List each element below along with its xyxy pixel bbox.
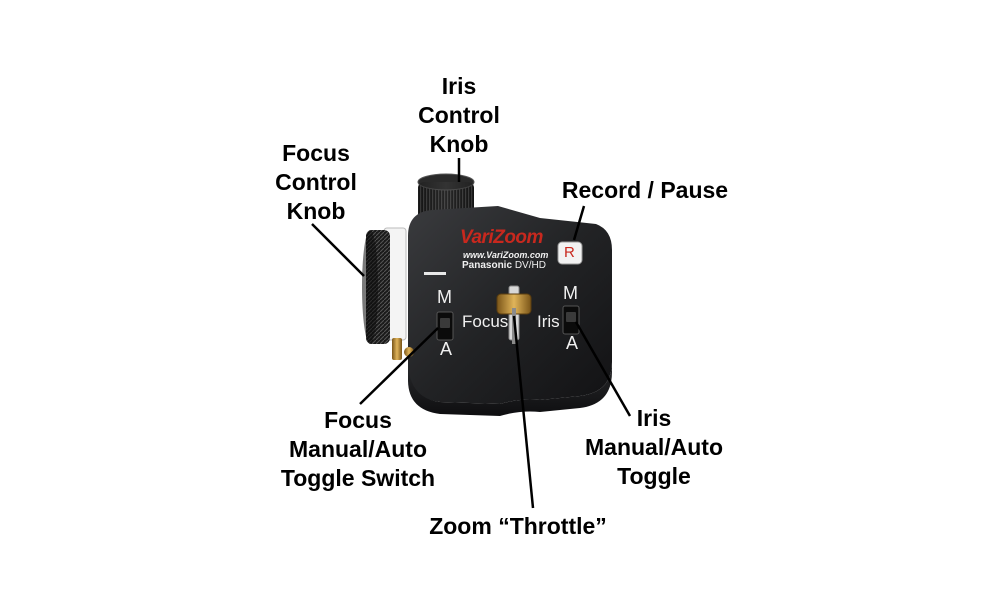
- focus-toggle-leader: [359, 327, 439, 405]
- iris-switch-top-label: M: [563, 283, 578, 303]
- model-line-2: DV/HD: [514, 260, 546, 271]
- callout-line: Focus: [282, 140, 350, 166]
- model-text: Panasonic DV/HD: [462, 260, 546, 271]
- callout-line: Knob: [429, 131, 489, 157]
- iris-toggle-callout: Iris Manual/Auto Toggle: [566, 404, 742, 491]
- callout-line: Iris: [441, 73, 477, 99]
- brand-url: www.VariZoom.com: [463, 250, 549, 260]
- callout-line: Iris: [636, 405, 672, 431]
- focus-toggle-switch: [436, 311, 454, 341]
- callout-line: Manual/Auto: [585, 434, 723, 460]
- callout-line: Record / Pause: [561, 177, 729, 203]
- focus-knob-leader: [311, 223, 365, 277]
- callout-line: Knob: [286, 198, 346, 224]
- record-letter: R: [564, 244, 575, 261]
- iris-label: Iris: [537, 312, 560, 331]
- iris-switch-bottom-label: A: [566, 333, 579, 353]
- callout-line: Control: [418, 102, 500, 128]
- iris-toggle-switch: [562, 305, 580, 335]
- focus-control-knob-callout: Focus Control Knob: [256, 139, 376, 226]
- focus-label: Focus: [462, 312, 509, 331]
- iris-toggle-leader: [574, 321, 632, 417]
- leader-lines: [311, 158, 632, 509]
- focus-switch-bottom-label: A: [440, 339, 453, 359]
- callout-line: Toggle: [617, 463, 691, 489]
- model-line-1: Panasonic: [462, 260, 513, 271]
- brand-logo: VariZoom: [460, 227, 543, 248]
- record-button: [557, 241, 583, 265]
- callout-line: Zoom “Throttle”: [429, 513, 607, 539]
- record-pause-callout: Record / Pause: [540, 176, 750, 205]
- callout-line: Toggle Switch: [280, 465, 436, 491]
- zoom-throttle-callout: Zoom “Throttle”: [400, 512, 636, 541]
- focus-knob: [362, 227, 407, 360]
- callout-line: Manual/Auto: [289, 436, 427, 462]
- iris-control-knob-callout: Iris Control Knob: [399, 72, 519, 159]
- callout-line: Focus: [324, 407, 392, 433]
- focus-toggle-callout: Focus Manual/Auto Toggle Switch: [256, 406, 460, 493]
- zoom-throttle-leader: [512, 315, 535, 509]
- focus-switch-top-label: M: [437, 287, 452, 307]
- record-leader: [572, 205, 586, 241]
- callout-line: Control: [275, 169, 357, 195]
